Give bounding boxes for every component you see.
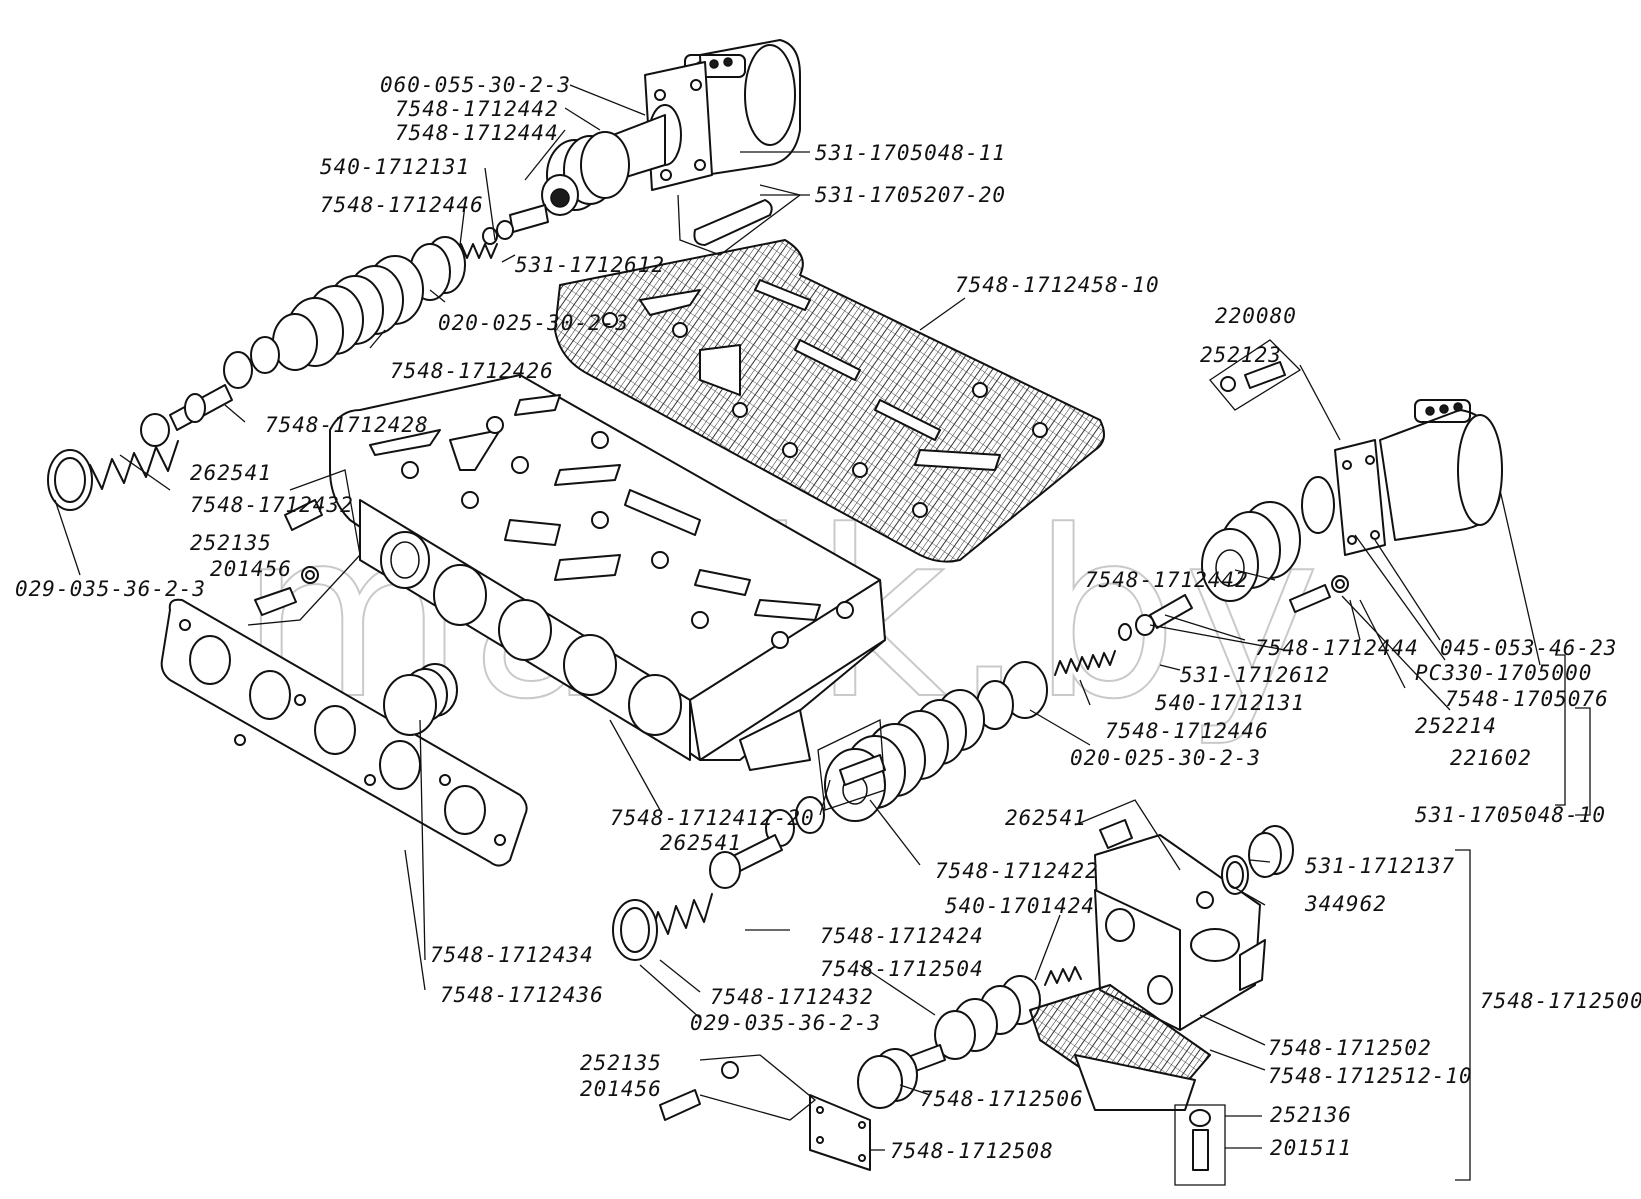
label-PC330-1705000: PC330-1705000 bbox=[1415, 661, 1592, 685]
bolt-mid bbox=[817, 718, 886, 811]
label-7548-1712444-right: 7548-1712444 bbox=[1255, 636, 1419, 660]
bottom-bolts bbox=[659, 1054, 1226, 1186]
label-7548-1712444-top: 7548-1712444 bbox=[395, 121, 559, 145]
label-531-1712612-top: 531-1712612 bbox=[515, 253, 665, 277]
label-7548-1712458-10: 7548-1712458-10 bbox=[955, 273, 1160, 297]
label-7548-1712504: 7548-1712504 bbox=[820, 957, 984, 981]
label-045-053-46-23: 045-053-46-23 bbox=[1440, 636, 1617, 660]
label-252135-left: 252135 bbox=[190, 531, 272, 555]
separator-plate-gasket bbox=[554, 239, 1105, 563]
label-540-1712131-right: 540-1712131 bbox=[1155, 691, 1305, 715]
label-252136: 252136 bbox=[1270, 1103, 1352, 1127]
label-7548-1712412-20: 7548-1712412-20 bbox=[610, 806, 815, 830]
label-7548-1712434: 7548-1712434 bbox=[430, 943, 594, 967]
label-531-1712137: 531-1712137 bbox=[1305, 854, 1455, 878]
label-7548-1712422: 7548-1712422 bbox=[935, 859, 1099, 883]
right-solenoid-assembly bbox=[1054, 339, 1503, 676]
top-solenoid-assembly bbox=[454, 39, 802, 259]
label-252123: 252123 bbox=[1200, 343, 1282, 367]
plug-left bbox=[383, 663, 458, 736]
label-262541-mid: 262541 bbox=[660, 831, 742, 855]
label-201456-left: 201456 bbox=[210, 557, 292, 581]
label-344962: 344962 bbox=[1304, 892, 1387, 916]
part-labels: 060-055-30-2-3 7548-1712442 7548-1712444… bbox=[15, 73, 1641, 1163]
label-201511: 201511 bbox=[1270, 1136, 1352, 1160]
label-7548-1712432-bottom: 7548-1712432 bbox=[710, 985, 874, 1009]
label-221602: 221602 bbox=[1450, 746, 1532, 770]
label-252135-bottom: 252135 bbox=[580, 1051, 662, 1075]
label-540-1712131-top: 540-1712131 bbox=[320, 155, 470, 179]
label-7548-1712442-right: 7548-1712442 bbox=[1085, 568, 1249, 592]
label-201456-bottom: 201456 bbox=[580, 1077, 662, 1101]
label-020-025-30-2-3-right: 020-025-30-2-3 bbox=[1070, 746, 1261, 770]
side-cover-plate bbox=[160, 598, 528, 867]
block-cover-gasket bbox=[1029, 984, 1211, 1111]
label-7548-1705076: 7548-1705076 bbox=[1445, 687, 1609, 711]
label-531-1705048-11: 531-1705048-11 bbox=[815, 141, 1006, 165]
label-540-1701424: 540-1701424 bbox=[945, 894, 1095, 918]
block-spring-piston bbox=[857, 966, 1082, 1109]
label-252214: 252214 bbox=[1415, 714, 1497, 738]
label-531-1705048-10: 531-1705048-10 bbox=[1415, 803, 1606, 827]
upper-spool-assembly bbox=[47, 236, 466, 511]
label-7548-1712424: 7548-1712424 bbox=[820, 924, 984, 948]
label-7548-1712508: 7548-1712508 bbox=[890, 1139, 1054, 1163]
label-262541-left: 262541 bbox=[190, 461, 272, 485]
label-531-1712612-right: 531-1712612 bbox=[1180, 663, 1330, 687]
label-029-035-36-2-3-bottom: 029-035-36-2-3 bbox=[690, 1011, 881, 1035]
valve-body bbox=[329, 374, 886, 771]
label-7548-1712506: 7548-1712506 bbox=[920, 1087, 1084, 1111]
label-029-035-36-2-3-left: 029-035-36-2-3 bbox=[15, 577, 206, 601]
label-7548-1712446-right: 7548-1712446 bbox=[1105, 719, 1269, 743]
label-020-025-30-2-3-top: 020-025-30-2-3 bbox=[438, 311, 629, 335]
label-7548-1712442-top: 7548-1712442 bbox=[395, 97, 559, 121]
label-262541-right: 262541 bbox=[1005, 806, 1087, 830]
label-220080: 220080 bbox=[1215, 304, 1297, 328]
label-7548-1712502: 7548-1712502 bbox=[1268, 1036, 1432, 1060]
leader-lines bbox=[54, 84, 1591, 1181]
label-7548-1712428: 7548-1712428 bbox=[265, 413, 429, 437]
label-060-055-30-2-3-top: 060-055-30-2-3 bbox=[380, 73, 571, 97]
label-7548-1712500: 7548-1712500 bbox=[1480, 989, 1641, 1013]
label-7548-1712436: 7548-1712436 bbox=[440, 983, 604, 1007]
label-531-1705207-20: 531-1705207-20 bbox=[815, 183, 1006, 207]
label-7548-1712512-10: 7548-1712512-10 bbox=[1268, 1064, 1473, 1088]
bolts-left bbox=[247, 469, 361, 626]
label-7548-1712426: 7548-1712426 bbox=[390, 359, 554, 383]
label-7548-1712446-top: 7548-1712446 bbox=[320, 193, 484, 217]
label-7548-1712432-left: 7548-1712432 bbox=[190, 493, 354, 517]
